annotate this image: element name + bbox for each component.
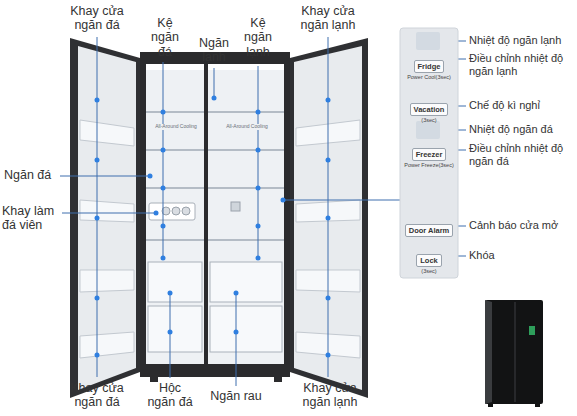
part-label: Khay làm đá viên xyxy=(2,204,62,233)
cabinet xyxy=(140,52,290,377)
part-label: Khay cửa ngăn lạnh xyxy=(290,381,370,410)
shelf-print: All-Around Cooling xyxy=(154,124,198,130)
foot xyxy=(150,377,158,382)
freezer-compartment xyxy=(146,64,204,364)
shelf-print: All-Around Cooling xyxy=(225,124,269,130)
control-label: Điều chỉnh nhiệt độ ngăn lạnh xyxy=(469,52,575,77)
button-label: Fridge xyxy=(414,60,445,73)
button-label: Vacation xyxy=(410,103,449,116)
panel-button: FridgePower Cool(3sec) xyxy=(400,55,458,78)
panel-button: Lock(3sec) xyxy=(400,249,458,272)
button-hint: Power Freeze(3sec) xyxy=(400,162,458,169)
control-label: Khóa xyxy=(469,249,575,262)
control-label: Nhiệt độ ngăn đá xyxy=(469,123,575,136)
part-label: Ngăn lạnh xyxy=(192,36,236,65)
sensor xyxy=(231,202,240,211)
foot xyxy=(274,377,282,382)
fridge-door xyxy=(290,38,368,398)
freezer-door xyxy=(70,38,140,398)
shelves xyxy=(146,112,284,240)
button-hint: (3sec) xyxy=(400,268,458,275)
ice-maker xyxy=(149,203,195,220)
part-label: Ngăn đá xyxy=(4,168,60,182)
light xyxy=(208,64,284,70)
product-thumbnail xyxy=(485,300,543,407)
control-panel xyxy=(400,28,458,278)
button-label: Door Alarm xyxy=(405,224,454,237)
part-label: Ngăn rau xyxy=(201,389,271,403)
part-label: Khay cửa ngăn đá xyxy=(61,4,133,33)
part-label: Khay cửa ngăn đá xyxy=(61,381,133,410)
button-label: Freezer xyxy=(412,148,447,161)
drawers xyxy=(148,262,282,352)
panel-button: Door Alarm xyxy=(400,219,458,233)
control-label: Điều chỉnh nhiệt độ ngăn đá xyxy=(469,142,575,167)
callout-dots xyxy=(95,96,331,358)
control-label: Nhiệt độ ngăn lạnh xyxy=(469,34,575,47)
part-label: Hộc ngăn đá xyxy=(144,381,196,410)
freezer-door-inner xyxy=(78,46,136,390)
button-label: Lock xyxy=(416,254,442,267)
button-hint: Power Cool(3sec) xyxy=(400,74,458,81)
control-label: Chế độ kì nghỉ xyxy=(469,99,575,112)
light xyxy=(146,64,204,70)
part-label: Khay cửa ngăn lạnh xyxy=(288,4,368,33)
fridge-compartment xyxy=(208,64,284,364)
button-hint: (3sec) xyxy=(400,117,458,124)
part-label: Kệ ngăn lạnh xyxy=(237,16,279,59)
part-label: Kệ ngăn đá xyxy=(147,16,183,59)
freezer-display xyxy=(416,121,440,139)
panel-button: FreezerPower Freeze(3sec) xyxy=(400,143,458,166)
door-bins xyxy=(80,120,134,358)
fridge-display xyxy=(416,32,440,50)
control-label: Cảnh báo cửa mở xyxy=(469,219,575,232)
panel-button: Vacation(3sec) xyxy=(400,98,458,121)
